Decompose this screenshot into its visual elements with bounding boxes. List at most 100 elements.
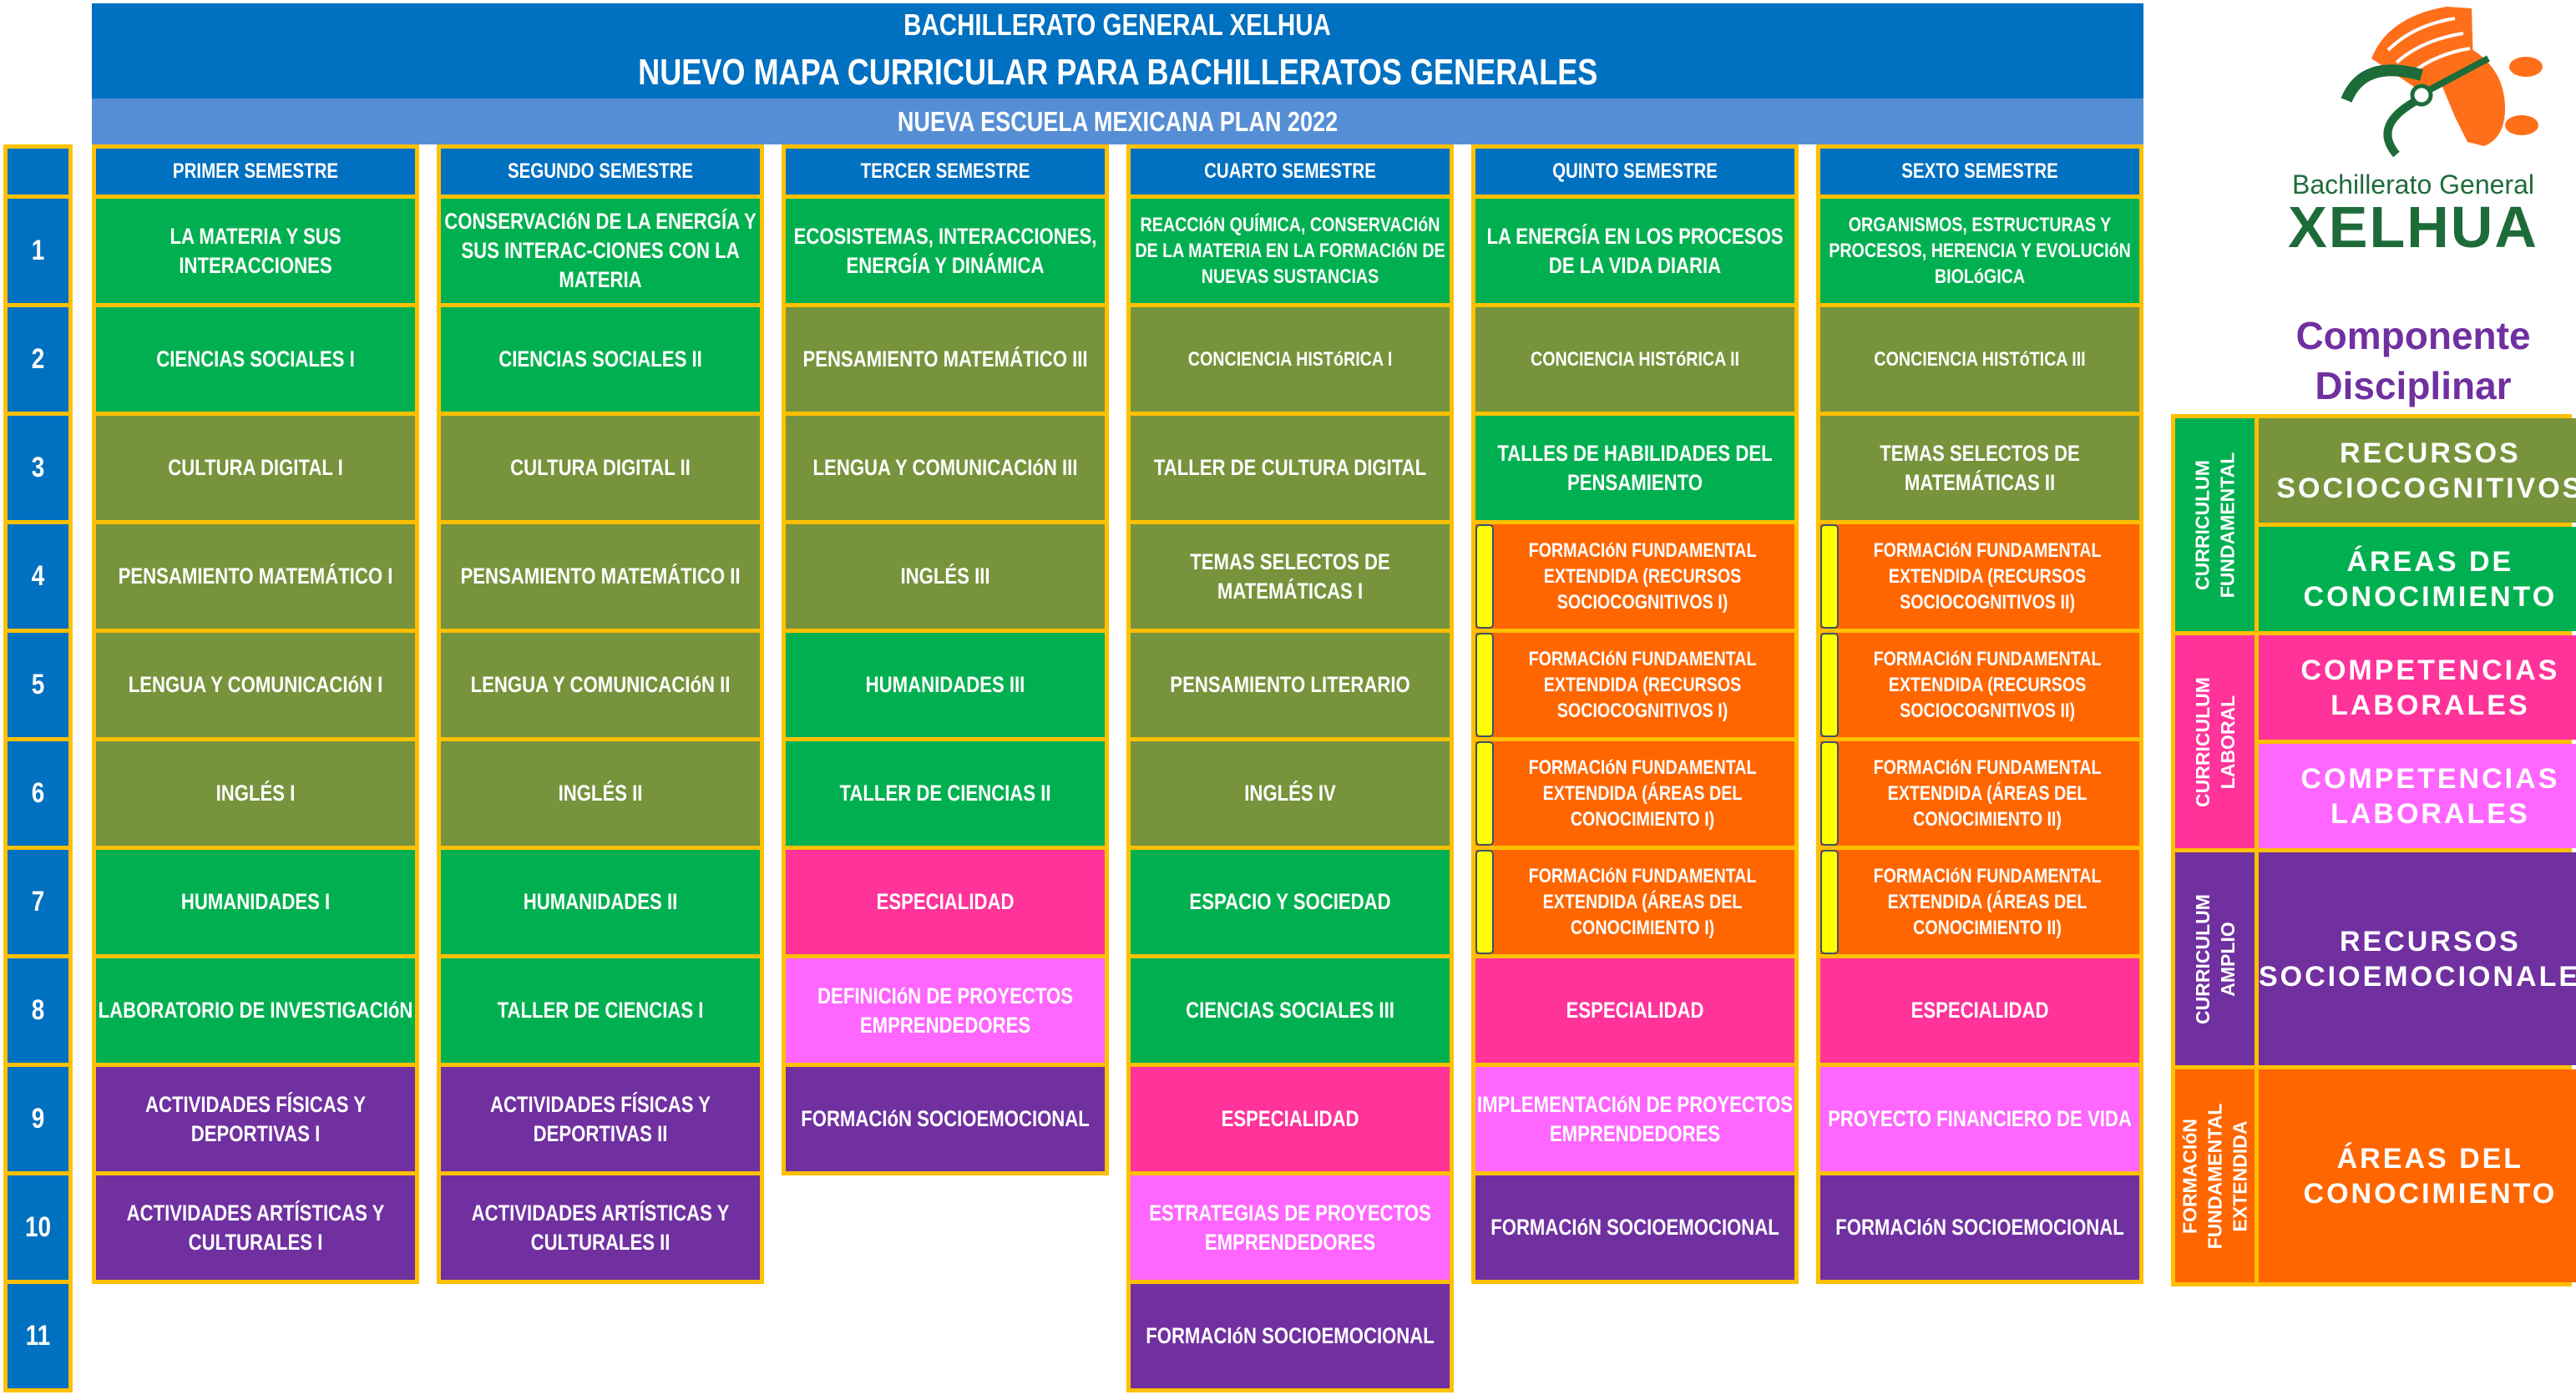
semester-name: SEGUNDO SEMESTRE — [507, 159, 694, 183]
legend-title: Componente Disciplinar — [2295, 314, 2531, 407]
subject-cell[interactable]: FORMACIóN SOCIOEMOCIONAL — [1820, 1175, 2139, 1280]
subject-label: PENSAMIENTO LITERARIO — [1170, 672, 1410, 697]
row-number-label: 6 — [31, 777, 45, 809]
subject-cell[interactable]: PROYECTO FINANCIERO DE VIDA — [1820, 1067, 2139, 1171]
subject-cell[interactable]: CONCIENCIA HISTóRICA II — [1475, 307, 1794, 412]
subject-cell[interactable]: CONCIENCIA HISTóRICA I — [1131, 307, 1450, 412]
subject-label: HUMANIDADES III — [865, 672, 1025, 697]
subject-cell[interactable]: ACTIVIDADES FÍSICAS Y DEPORTIVAS II — [441, 1067, 760, 1171]
subject-cell[interactable]: ESTRATEGIAS DE PROYECTOS EMPRENDEDORES — [1131, 1175, 1450, 1280]
subject-label: TALLER DE CULTURA DIGITAL — [1153, 455, 1427, 480]
subject-cell[interactable]: FORMACIóN FUNDAMENTAL EXTENDIDA (ÁREAS D… — [1820, 850, 2139, 954]
subject-cell[interactable]: HUMANIDADES I — [96, 850, 415, 954]
subject-cell[interactable]: ESPECIALIDAD — [1131, 1067, 1450, 1171]
subject-cell[interactable]: PENSAMIENTO LITERARIO — [1131, 633, 1450, 737]
subject-cell[interactable]: ESPECIALIDAD — [1820, 958, 2139, 1063]
subject-cell[interactable]: INGLÉS III — [786, 524, 1105, 629]
subject-cell[interactable]: FORMACIóN FUNDAMENTAL EXTENDIDA (RECURSO… — [1820, 524, 2139, 629]
subject-cell[interactable]: TEMAS SELECTOS DE MATEMÁTICAS II — [1820, 416, 2139, 520]
subject-cell[interactable]: ESPECIALIDAD — [1475, 958, 1794, 1063]
subject-cell[interactable]: HUMANIDADES III — [786, 633, 1105, 737]
legend-item: ÁREAS DEL CONOCIMIENTO — [2259, 1069, 2576, 1282]
subject-label: INGLÉS III — [900, 564, 990, 589]
subject-cell[interactable]: PENSAMIENTO MATEMÁTICO II — [441, 524, 760, 629]
semester-header: SEXTO SEMESTRE — [1820, 149, 2139, 195]
subject-label: FORMACIóN FUNDAMENTAL EXTENDIDA (ÁREAS D… — [1873, 865, 2102, 939]
row-number: 4 — [8, 524, 68, 629]
subject-label: FORMACIóN FUNDAMENTAL EXTENDIDA (ÁREAS D… — [1873, 756, 2102, 831]
subject-cell[interactable]: LENGUA Y COMUNICACIóN I — [96, 633, 415, 737]
subject-label: ESPECIALIDAD — [876, 889, 1015, 914]
subject-cell[interactable]: CIENCIAS SOCIALES II — [441, 307, 760, 412]
subject-cell[interactable]: FORMACIóN FUNDAMENTAL EXTENDIDA (RECURSO… — [1820, 633, 2139, 737]
subject-cell[interactable]: ACTIVIDADES ARTÍSTICAS Y CULTURALES II — [441, 1175, 760, 1280]
subject-cell[interactable]: DEFINICIóN DE PROYECTOS EMPRENDEDORES — [786, 958, 1105, 1063]
subject-cell[interactable]: TALLES DE HABILIDADES DEL PENSAMIENTO — [1475, 416, 1794, 520]
row-number: 7 — [8, 850, 68, 954]
legend-group: CURRICULUM AMPLIO — [2175, 852, 2255, 1065]
school-name-banner: BACHILLERATO GENERAL XELHUA — [92, 3, 2143, 46]
legend-group-label: CURRICULUM LABORAL — [2191, 676, 2239, 807]
subject-label: TALLER DE CIENCIAS II — [839, 781, 1051, 806]
subject-cell[interactable]: ACTIVIDADES FÍSICAS Y DEPORTIVAS I — [96, 1067, 415, 1171]
subject-cell[interactable]: TALLER DE CIENCIAS II — [786, 741, 1105, 846]
yellow-tab-marker — [1820, 850, 1839, 954]
subject-cell[interactable]: CULTURA DIGITAL I — [96, 416, 415, 520]
subject-cell[interactable]: CONCIENCIA HISTóTICA III — [1820, 307, 2139, 412]
subject-cell[interactable]: FORMACIóN FUNDAMENTAL EXTENDIDA (RECURSO… — [1475, 633, 1794, 737]
subject-cell[interactable]: ESPECIALIDAD — [786, 850, 1105, 954]
subject-cell[interactable]: INGLÉS I — [96, 741, 415, 846]
subject-label: TALLES DE HABILIDADES DEL PENSAMIENTO — [1497, 440, 1773, 495]
subject-cell[interactable]: LENGUA Y COMUNICACIóN III — [786, 416, 1105, 520]
subject-cell[interactable]: HUMANIDADES II — [441, 850, 760, 954]
subject-cell[interactable]: REACCIóN QUÍMICA, CONSERVACIóN DE LA MAT… — [1131, 199, 1450, 303]
subject-label: ACTIVIDADES ARTÍSTICAS Y CULTURALES II — [471, 1200, 730, 1255]
semester-name: PRIMER SEMESTRE — [172, 159, 339, 183]
subject-cell[interactable]: IMPLEMENTACIóN DE PROYECTOS EMPRENDEDORE… — [1475, 1067, 1794, 1171]
legend-group: CURRICULUM LABORAL — [2175, 635, 2255, 848]
subject-cell[interactable]: ECOSISTEMAS, INTERACCIONES, ENERGÍA Y DI… — [786, 199, 1105, 303]
subject-cell[interactable]: INGLÉS IV — [1131, 741, 1450, 846]
subject-cell[interactable]: CIENCIAS SOCIALES I — [96, 307, 415, 412]
subject-label: FORMACIóN SOCIOEMOCIONAL — [1490, 1215, 1779, 1240]
subject-cell[interactable]: PENSAMIENTO MATEMÁTICO III — [786, 307, 1105, 412]
yellow-tab-marker — [1820, 741, 1839, 846]
yellow-tab-marker — [1820, 633, 1839, 737]
subject-cell[interactable]: ESPACIO Y SOCIEDAD — [1131, 850, 1450, 954]
row-number: 3 — [8, 416, 68, 520]
subject-cell[interactable]: PENSAMIENTO MATEMÁTICO I — [96, 524, 415, 629]
subject-cell[interactable]: FORMACIóN FUNDAMENTAL EXTENDIDA (RECURSO… — [1475, 524, 1794, 629]
subject-cell[interactable]: TALLER DE CIENCIAS I — [441, 958, 760, 1063]
row-number-label: 4 — [31, 560, 45, 592]
subject-label: CIENCIAS SOCIALES III — [1186, 998, 1394, 1023]
subject-cell[interactable]: TALLER DE CULTURA DIGITAL — [1131, 416, 1450, 520]
subject-cell[interactable]: FORMACIóN SOCIOEMOCIONAL — [1475, 1175, 1794, 1280]
subject-cell[interactable]: FORMACIóN FUNDAMENTAL EXTENDIDA (ÁREAS D… — [1475, 741, 1794, 846]
subject-cell[interactable]: FORMACIóN SOCIOEMOCIONAL — [786, 1067, 1105, 1171]
subject-label: REACCIóN QUÍMICA, CONSERVACIóN DE LA MAT… — [1135, 214, 1445, 288]
subject-cell[interactable]: ORGANISMOS, ESTRUCTURAS Y PROCESOS, HERE… — [1820, 199, 2139, 303]
subject-cell[interactable]: LENGUA Y COMUNICACIóN II — [441, 633, 760, 737]
subject-label: ESPACIO Y SOCIEDAD — [1189, 889, 1391, 914]
legend-item: COMPETENCIAS LABORALES — [2259, 744, 2576, 848]
yellow-tab-marker — [1820, 524, 1839, 629]
subject-cell[interactable]: LABORATORIO DE INVESTIGACIóN — [96, 958, 415, 1063]
subject-cell[interactable]: FORMACIóN FUNDAMENTAL EXTENDIDA (ÁREAS D… — [1820, 741, 2139, 846]
legend-item-label: ÁREAS DE CONOCIMIENTO — [2303, 545, 2558, 613]
subject-cell[interactable]: CIENCIAS SOCIALES III — [1131, 958, 1450, 1063]
subject-cell[interactable]: INGLÉS II — [441, 741, 760, 846]
subject-cell[interactable]: LA MATERIA Y SUS INTERACCIONES — [96, 199, 415, 303]
semester-column: SEGUNDO SEMESTRE CONSERVACIóN DE LA ENERG… — [437, 144, 764, 1284]
subject-cell[interactable]: CULTURA DIGITAL II — [441, 416, 760, 520]
subject-cell[interactable]: ACTIVIDADES ARTÍSTICAS Y CULTURALES I — [96, 1175, 415, 1280]
subject-label: LENGUA Y COMUNICACIóN II — [470, 672, 731, 697]
subject-cell[interactable]: FORMACIóN FUNDAMENTAL EXTENDIDA (ÁREAS D… — [1475, 850, 1794, 954]
subject-cell[interactable]: LA ENERGÍA EN LOS PROCESOS DE LA VIDA DI… — [1475, 199, 1794, 303]
yellow-tab-marker — [1475, 524, 1494, 629]
subject-cell[interactable]: TEMAS SELECTOS DE MATEMÁTICAS I — [1131, 524, 1450, 629]
subject-cell[interactable]: FORMACIóN SOCIOEMOCIONAL — [1131, 1284, 1450, 1388]
subject-cell[interactable]: CONSERVACIóN DE LA ENERGÍA Y SUS INTERAC… — [441, 199, 760, 303]
